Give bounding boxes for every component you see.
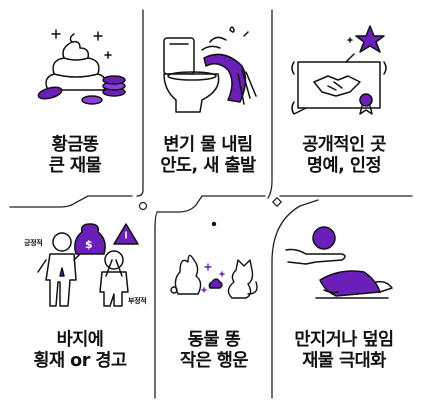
- divider-diamond-right: [271, 196, 283, 208]
- hand-orb-cloth-icon: [285, 226, 393, 299]
- divider-dot-left: [138, 201, 148, 211]
- cell-4-caption: 바지에 횡재 or 경고: [10, 330, 150, 372]
- handshake-certificate-icon: [291, 25, 387, 115]
- cell-toilet-flush: 변기 물 내림 안도, 새 출발: [146, 10, 270, 195]
- divider-top-right-vertical: [267, 9, 273, 199]
- pants-stain-people-icon: $: [37, 223, 139, 307]
- cell-5-caption: 동물 똥 작은 행운: [158, 330, 270, 372]
- label-positive: 긍정적: [24, 239, 43, 247]
- cell-gold-poop: 황금똥 큰 재물: [10, 10, 140, 195]
- cell-1-line2: 큰 재물: [48, 156, 102, 176]
- svg-text:$: $: [85, 238, 93, 251]
- cell-6-line2: 재물 극대화: [302, 351, 386, 371]
- cell-2-line2: 안도, 새 출발: [160, 156, 256, 176]
- cell-4-line2: 횡재 or 경고: [33, 351, 127, 371]
- cell-5-line1: 동물 똥: [187, 330, 241, 350]
- toilet-flush-icon: [163, 26, 257, 113]
- divider-left-horizontal: [9, 195, 133, 208]
- cell-6-line1: 만지거나 덮임: [294, 330, 394, 350]
- cell-6-caption: 만지거나 덮임 재물 극대화: [276, 330, 412, 372]
- cell-2-line1: 변기 물 내림: [163, 135, 253, 155]
- divider-top-left-vertical: [136, 9, 144, 197]
- divider-bottom-right-vertical: [271, 199, 319, 399]
- cell-touch-cover: 만지거나 덮임 재물 극대화: [276, 210, 412, 400]
- cell-2-caption: 변기 물 내림 안도, 새 출발: [146, 135, 270, 177]
- cell-public-honor: 공개적인 곳 명예, 인정: [276, 10, 412, 195]
- gold-poop-coins-icon: [37, 29, 126, 105]
- cell-4-line1: 바지에: [56, 330, 104, 350]
- cell-animal-poop: 동물 똥 작은 행운: [158, 210, 270, 400]
- divider-mid-curve: [154, 211, 159, 231]
- cell-1-line1: 황금똥: [51, 135, 99, 155]
- divider-mid-horizontal: [156, 195, 266, 213]
- cell-1-caption: 황금똥 큰 재물: [10, 135, 140, 177]
- cell-3-caption: 공개적인 곳 명예, 인정: [276, 135, 412, 177]
- cell-3-line1: 공개적인 곳: [302, 135, 386, 155]
- cell-3-line2: 명예, 인정: [306, 156, 382, 176]
- cell-pants: $ 긍정적 부정적 바지에 횡재 or 경고: [10, 210, 150, 400]
- label-negative: 부정적: [128, 297, 147, 305]
- cell-5-line2: 작은 행운: [180, 351, 249, 371]
- rabbit-cat-poop-icon: [170, 221, 258, 299]
